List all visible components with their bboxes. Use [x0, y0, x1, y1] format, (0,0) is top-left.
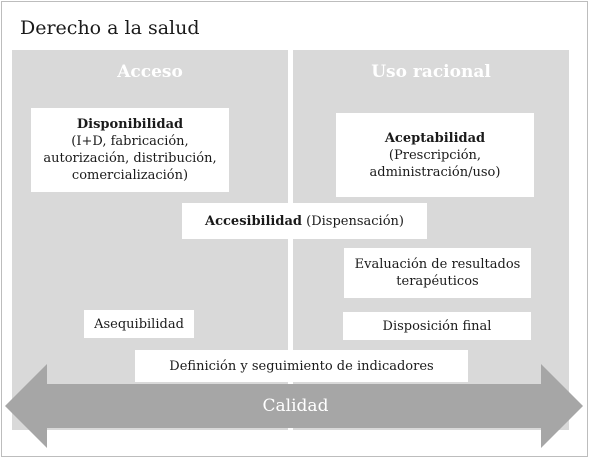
accesibilidad-box: Accesibilidad (Dispensación) [182, 203, 427, 239]
evaluacion-line-1: Evaluación de resultados [354, 257, 521, 272]
aceptabilidad-line-2: administración/uso) [369, 164, 501, 180]
diagram-title: Derecho a la salud [20, 17, 200, 39]
asequibilidad-label: Asequibilidad [94, 316, 184, 332]
disposicion-box: Disposición final [343, 312, 531, 340]
definicion-box: Definición y seguimiento de indicadores [135, 350, 468, 382]
calidad-label: Calidad [262, 396, 329, 416]
disponibilidad-line-2: autorización, distribución, [43, 151, 217, 166]
disponibilidad-box: Disponibilidad (I+D, fabricación, autori… [31, 108, 229, 192]
disposicion-label: Disposición final [382, 318, 492, 334]
aceptabilidad-line-1: (Prescripción, [388, 147, 482, 163]
calidad-double-arrow [5, 364, 583, 448]
disponibilidad-label: Disponibilidad [76, 117, 184, 132]
definicion-label: Definición y seguimiento de indicadores [169, 358, 434, 374]
uso-racional-heading: Uso racional [371, 62, 491, 82]
evaluacion-box: Evaluación de resultados terapéuticos [344, 248, 531, 298]
accesibilidad-label: Accesibilidad [205, 213, 302, 229]
accesibilidad-detail: (Dispensación) [301, 213, 404, 229]
asequibilidad-box: Asequibilidad [84, 310, 194, 338]
evaluacion-line-2: terapéuticos [396, 274, 479, 289]
disponibilidad-line-1: (I+D, fabricación, [71, 134, 189, 149]
aceptabilidad-label: Aceptabilidad [384, 130, 486, 146]
calidad-arrow-shape [5, 364, 583, 448]
disponibilidad-line-3: comercialización) [71, 168, 189, 183]
aceptabilidad-box: Aceptabilidad (Prescripción, administrac… [336, 113, 534, 197]
acceso-heading: Acceso [117, 62, 183, 82]
